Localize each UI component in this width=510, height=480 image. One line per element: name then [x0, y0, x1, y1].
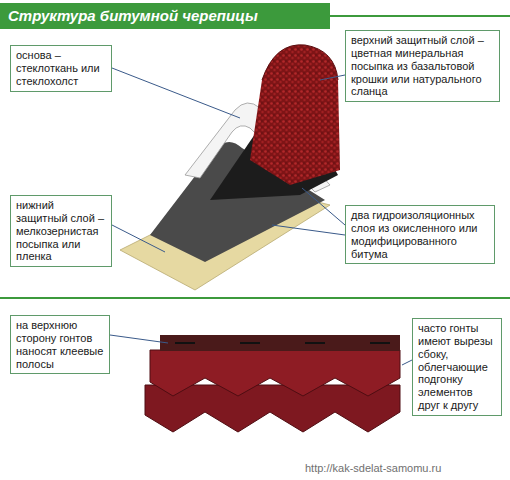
callout-box: часто гонты имеют вырезы сбоку, облегчаю… [412, 318, 502, 416]
callout-text: верхний защитный слой – цветная минераль… [351, 34, 494, 98]
callout-text: часто гонты имеют вырезы сбоку, облегчаю… [418, 322, 496, 412]
callout-text: на верхнюю сторону гонтов наносят клеевы… [16, 319, 104, 370]
title-band: Структура битумной черепицы [0, 3, 330, 29]
title: Структура битумной черепицы [0, 3, 330, 29]
callout-box: два гидроизоляционных слоя из окисленног… [345, 205, 495, 264]
watermark: http://kak-sdelat-samomu.ru [305, 462, 441, 474]
callout-text: два гидроизоляционных слоя из окисленног… [351, 209, 489, 260]
callout-text: основа – стеклоткань или стеклохолст [16, 49, 106, 88]
callout-box: верхний защитный слой – цветная минераль… [345, 30, 500, 102]
callout-text: нижний защитный слой – мелкозернистая по… [16, 199, 106, 263]
callout-box: нижний защитный слой – мелкозернистая по… [10, 195, 112, 267]
callout-box: на верхнюю сторону гонтов наносят клеевы… [10, 315, 110, 374]
callout-box: основа – стеклоткань или стеклохолст [10, 45, 112, 92]
